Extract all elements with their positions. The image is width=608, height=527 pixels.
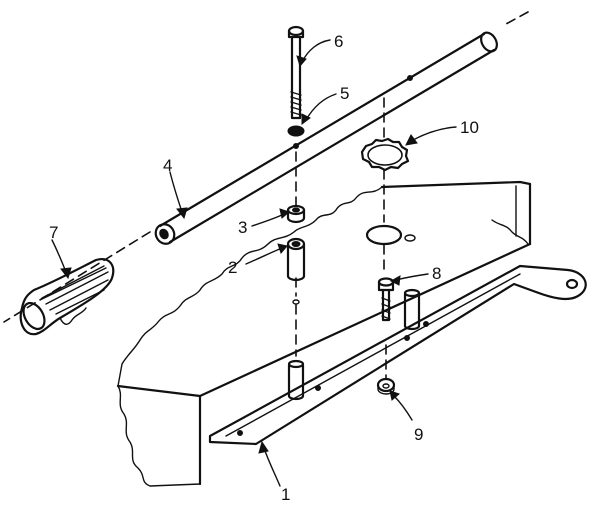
callout-2: 2 (228, 258, 237, 277)
assembly-axis-lines (295, 97, 387, 379)
part-10-lock-washer (360, 137, 410, 172)
part-3-nut (286, 204, 306, 224)
part-1-bracket (116, 180, 587, 487)
callout-7: 7 (49, 223, 58, 242)
callout-1: 1 (281, 485, 290, 504)
part-4-handle-rod (154, 31, 498, 245)
part-5-washer (287, 125, 305, 137)
part-2-spacer (286, 237, 306, 305)
part-6-bolt (287, 25, 305, 120)
part-9-nut (376, 377, 396, 395)
rod-centerline (3, 11, 529, 323)
callout-labels: 1 2 3 4 5 6 7 8 9 10 (49, 32, 479, 504)
callout-8: 8 (432, 264, 441, 283)
callout-4: 4 (163, 156, 172, 175)
callout-10: 10 (460, 118, 479, 137)
part-7-grip (19, 258, 115, 336)
callout-6: 6 (334, 32, 343, 51)
callout-3: 3 (238, 218, 247, 237)
callout-leaders (51, 39, 457, 487)
callout-5: 5 (340, 84, 349, 103)
callout-9: 9 (414, 425, 423, 444)
